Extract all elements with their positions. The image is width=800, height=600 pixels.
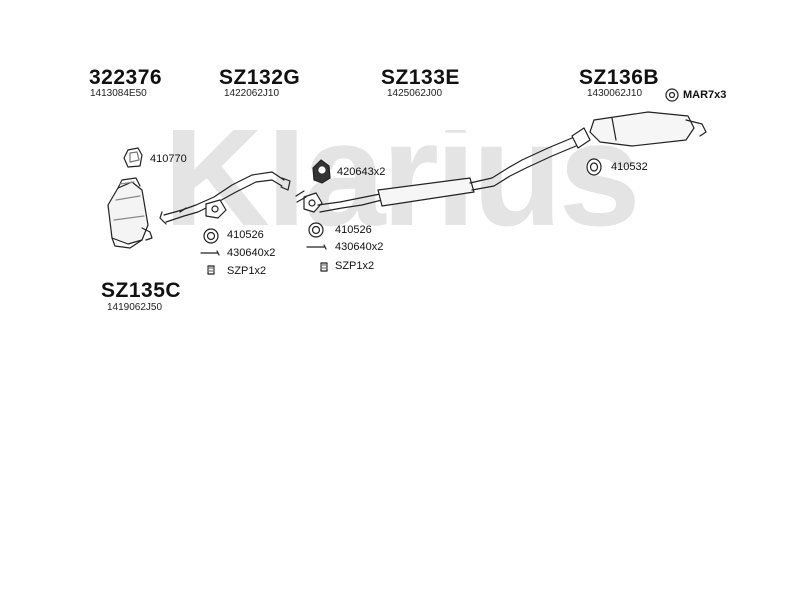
label-420643: 420643x2 — [337, 166, 386, 178]
front-bolts — [179, 190, 307, 213]
watermark-text: Klarius — [163, 130, 637, 240]
middle-silencer-pipe — [317, 137, 577, 213]
oem-number-sz133e: 1425062J00 — [387, 88, 443, 99]
part-code-sz132g: SZ132G — [219, 66, 301, 89]
catalytic-converter — [107, 177, 153, 249]
label-left-spring: SZP1x2 — [227, 265, 267, 277]
oem-number-sz132g: 1422062J10 — [224, 88, 280, 99]
label-410770: 410770 — [150, 153, 187, 165]
part-code-sz133e: SZ133E — [381, 66, 460, 89]
part-code-sz135c: SZ135C — [101, 279, 182, 302]
oem-number-sz136b: 1430062J10 — [587, 88, 643, 99]
front-pipe — [159, 171, 291, 225]
label-mid-bolt: 430640x2 — [335, 241, 384, 253]
part-code-sz136b: SZ136B — [579, 66, 660, 89]
gasket-flange-left — [205, 199, 227, 219]
mid-fittings — [306, 222, 328, 272]
label-mid-ring: 410526 — [335, 224, 372, 236]
label-mar7x3: MAR7x3 — [683, 89, 727, 101]
rear-silencer — [571, 111, 707, 149]
label-left-bolt: 430640x2 — [227, 247, 276, 259]
nut-mar — [665, 88, 679, 102]
clamp-410770 — [123, 147, 143, 168]
label-mid-spring: SZP1x2 — [335, 260, 375, 272]
left-fittings — [200, 228, 220, 275]
label-left-ring: 410526 — [227, 229, 264, 241]
rubber-hanger — [312, 159, 331, 184]
label-410532: 410532 — [611, 161, 648, 173]
oem-number-322376: 1413084E50 — [90, 88, 147, 99]
oem-number-sz135c: 1419062J50 — [107, 302, 163, 313]
watermark-logo: Klarius — [163, 130, 641, 240]
ring-410532 — [586, 158, 602, 176]
gasket-flange-mid — [303, 192, 323, 213]
part-code-322376: 322376 — [89, 66, 163, 89]
